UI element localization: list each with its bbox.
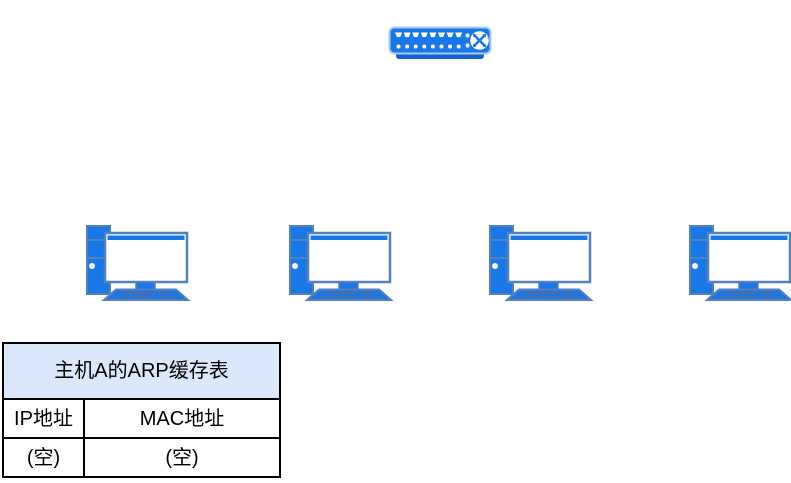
desktop-computer-icon bbox=[288, 223, 394, 301]
desktop-computer-icon bbox=[688, 223, 791, 301]
desktop-computer-icon bbox=[488, 223, 594, 301]
arp-table-cell-mac: (空) bbox=[83, 437, 281, 478]
arp-table-header-mac: MAC地址 bbox=[83, 398, 281, 439]
arp-table-title: 主机A的ARP缓存表 bbox=[2, 342, 281, 400]
arp-cache-table: 主机A的ARP缓存表 IP地址 MAC地址 (空) (空) bbox=[2, 342, 281, 478]
desktop-computer-icon bbox=[85, 223, 191, 301]
arp-table-cell-ip: (空) bbox=[2, 437, 85, 478]
arp-table-header-ip: IP地址 bbox=[2, 398, 85, 439]
ethernet-switch-icon bbox=[388, 26, 492, 62]
